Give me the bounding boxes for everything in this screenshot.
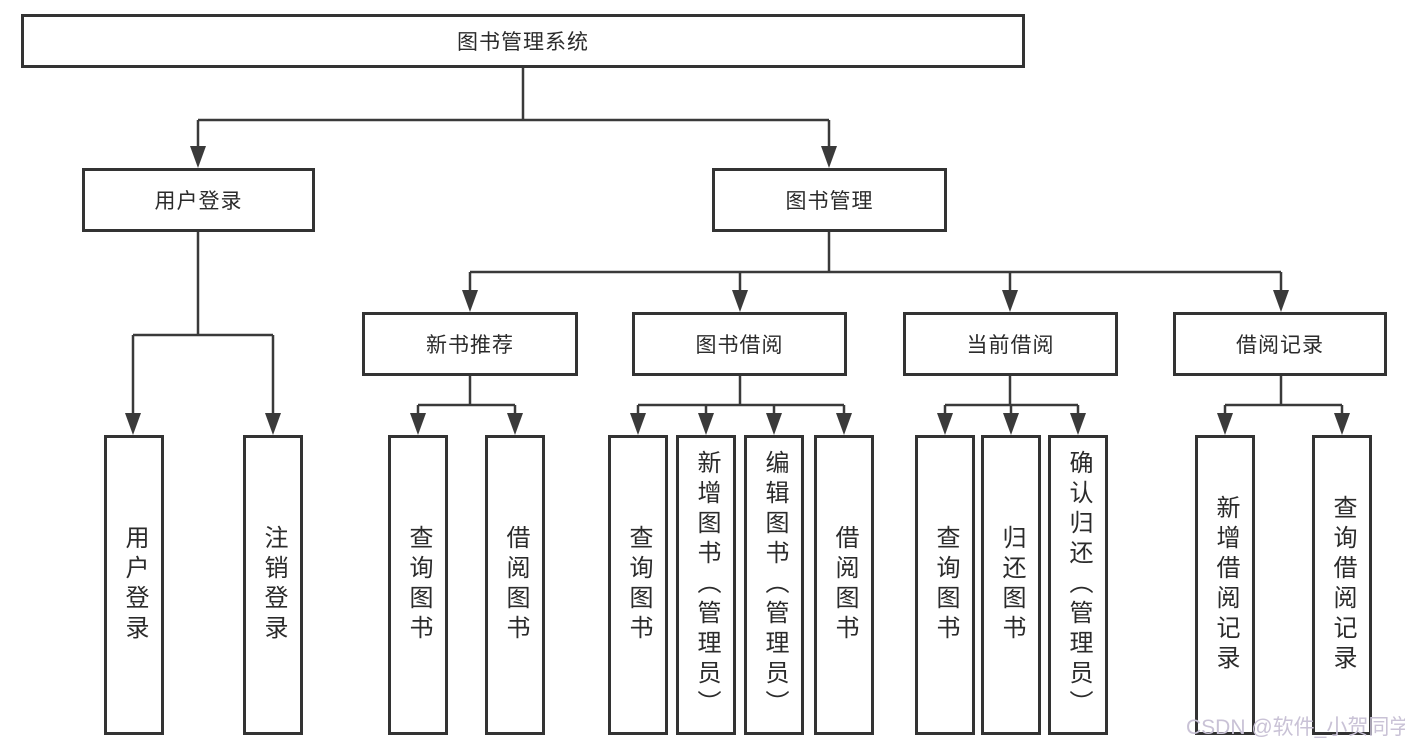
node-label: 图书管理系统 (457, 31, 589, 54)
leaf-confirm-return-admin: 确认归还（管理员） (1048, 435, 1108, 735)
node-book-borrow: 图书借阅 (632, 312, 847, 376)
node-library-management-system: 图书管理系统 (21, 14, 1025, 68)
leaf-label: 注销登录 (260, 525, 287, 645)
node-borrow-records: 借阅记录 (1173, 312, 1387, 376)
leaf-label: 借阅图书 (502, 525, 529, 645)
leaf-label: 查询图书 (625, 525, 652, 645)
node-book-management: 图书管理 (712, 168, 947, 232)
leaf-label: 查询图书 (405, 525, 432, 645)
leaf-edit-book-admin: 编辑图书（管理员） (744, 435, 804, 735)
leaf-label: 新增图书（管理员） (693, 450, 720, 720)
leaf-label: 新增借阅记录 (1212, 495, 1239, 675)
leaf-label: 确认归还（管理员） (1065, 450, 1092, 720)
leaf-query-books-borrow: 查询图书 (608, 435, 668, 735)
leaf-borrow-books-recommend: 借阅图书 (485, 435, 545, 735)
node-label: 新书推荐 (426, 334, 514, 357)
node-new-book-recommend: 新书推荐 (362, 312, 578, 376)
leaf-label: 借阅图书 (831, 525, 858, 645)
node-label: 图书借阅 (695, 334, 784, 357)
leaf-return-books: 归还图书 (981, 435, 1041, 735)
csdn-watermark: CSDN @软件_小贺同学 (1186, 716, 1405, 739)
node-label: 当前借阅 (966, 334, 1055, 357)
leaf-query-borrow-record: 查询借阅记录 (1312, 435, 1372, 735)
leaf-label: 查询图书 (932, 525, 959, 645)
node-user-login: 用户登录 (82, 168, 315, 232)
node-current-borrow: 当前借阅 (903, 312, 1118, 376)
leaf-user-login: 用户登录 (104, 435, 164, 735)
leaf-borrow-books: 借阅图书 (814, 435, 874, 735)
node-label: 借阅记录 (1236, 334, 1324, 357)
arrowheads (125, 146, 1350, 435)
leaf-query-books-recommend: 查询图书 (388, 435, 448, 735)
node-label: 用户登录 (154, 190, 243, 213)
leaf-label: 查询借阅记录 (1329, 495, 1356, 675)
leaf-label: 编辑图书（管理员） (761, 450, 788, 720)
leaf-label: 用户登录 (121, 525, 148, 645)
node-label: 图书管理 (785, 190, 874, 213)
leaf-logout: 注销登录 (243, 435, 303, 735)
leaf-add-book-admin: 新增图书（管理员） (676, 435, 736, 735)
leaf-add-borrow-record: 新增借阅记录 (1195, 435, 1255, 735)
leaf-label: 归还图书 (998, 525, 1025, 645)
leaf-query-books-current: 查询图书 (915, 435, 975, 735)
